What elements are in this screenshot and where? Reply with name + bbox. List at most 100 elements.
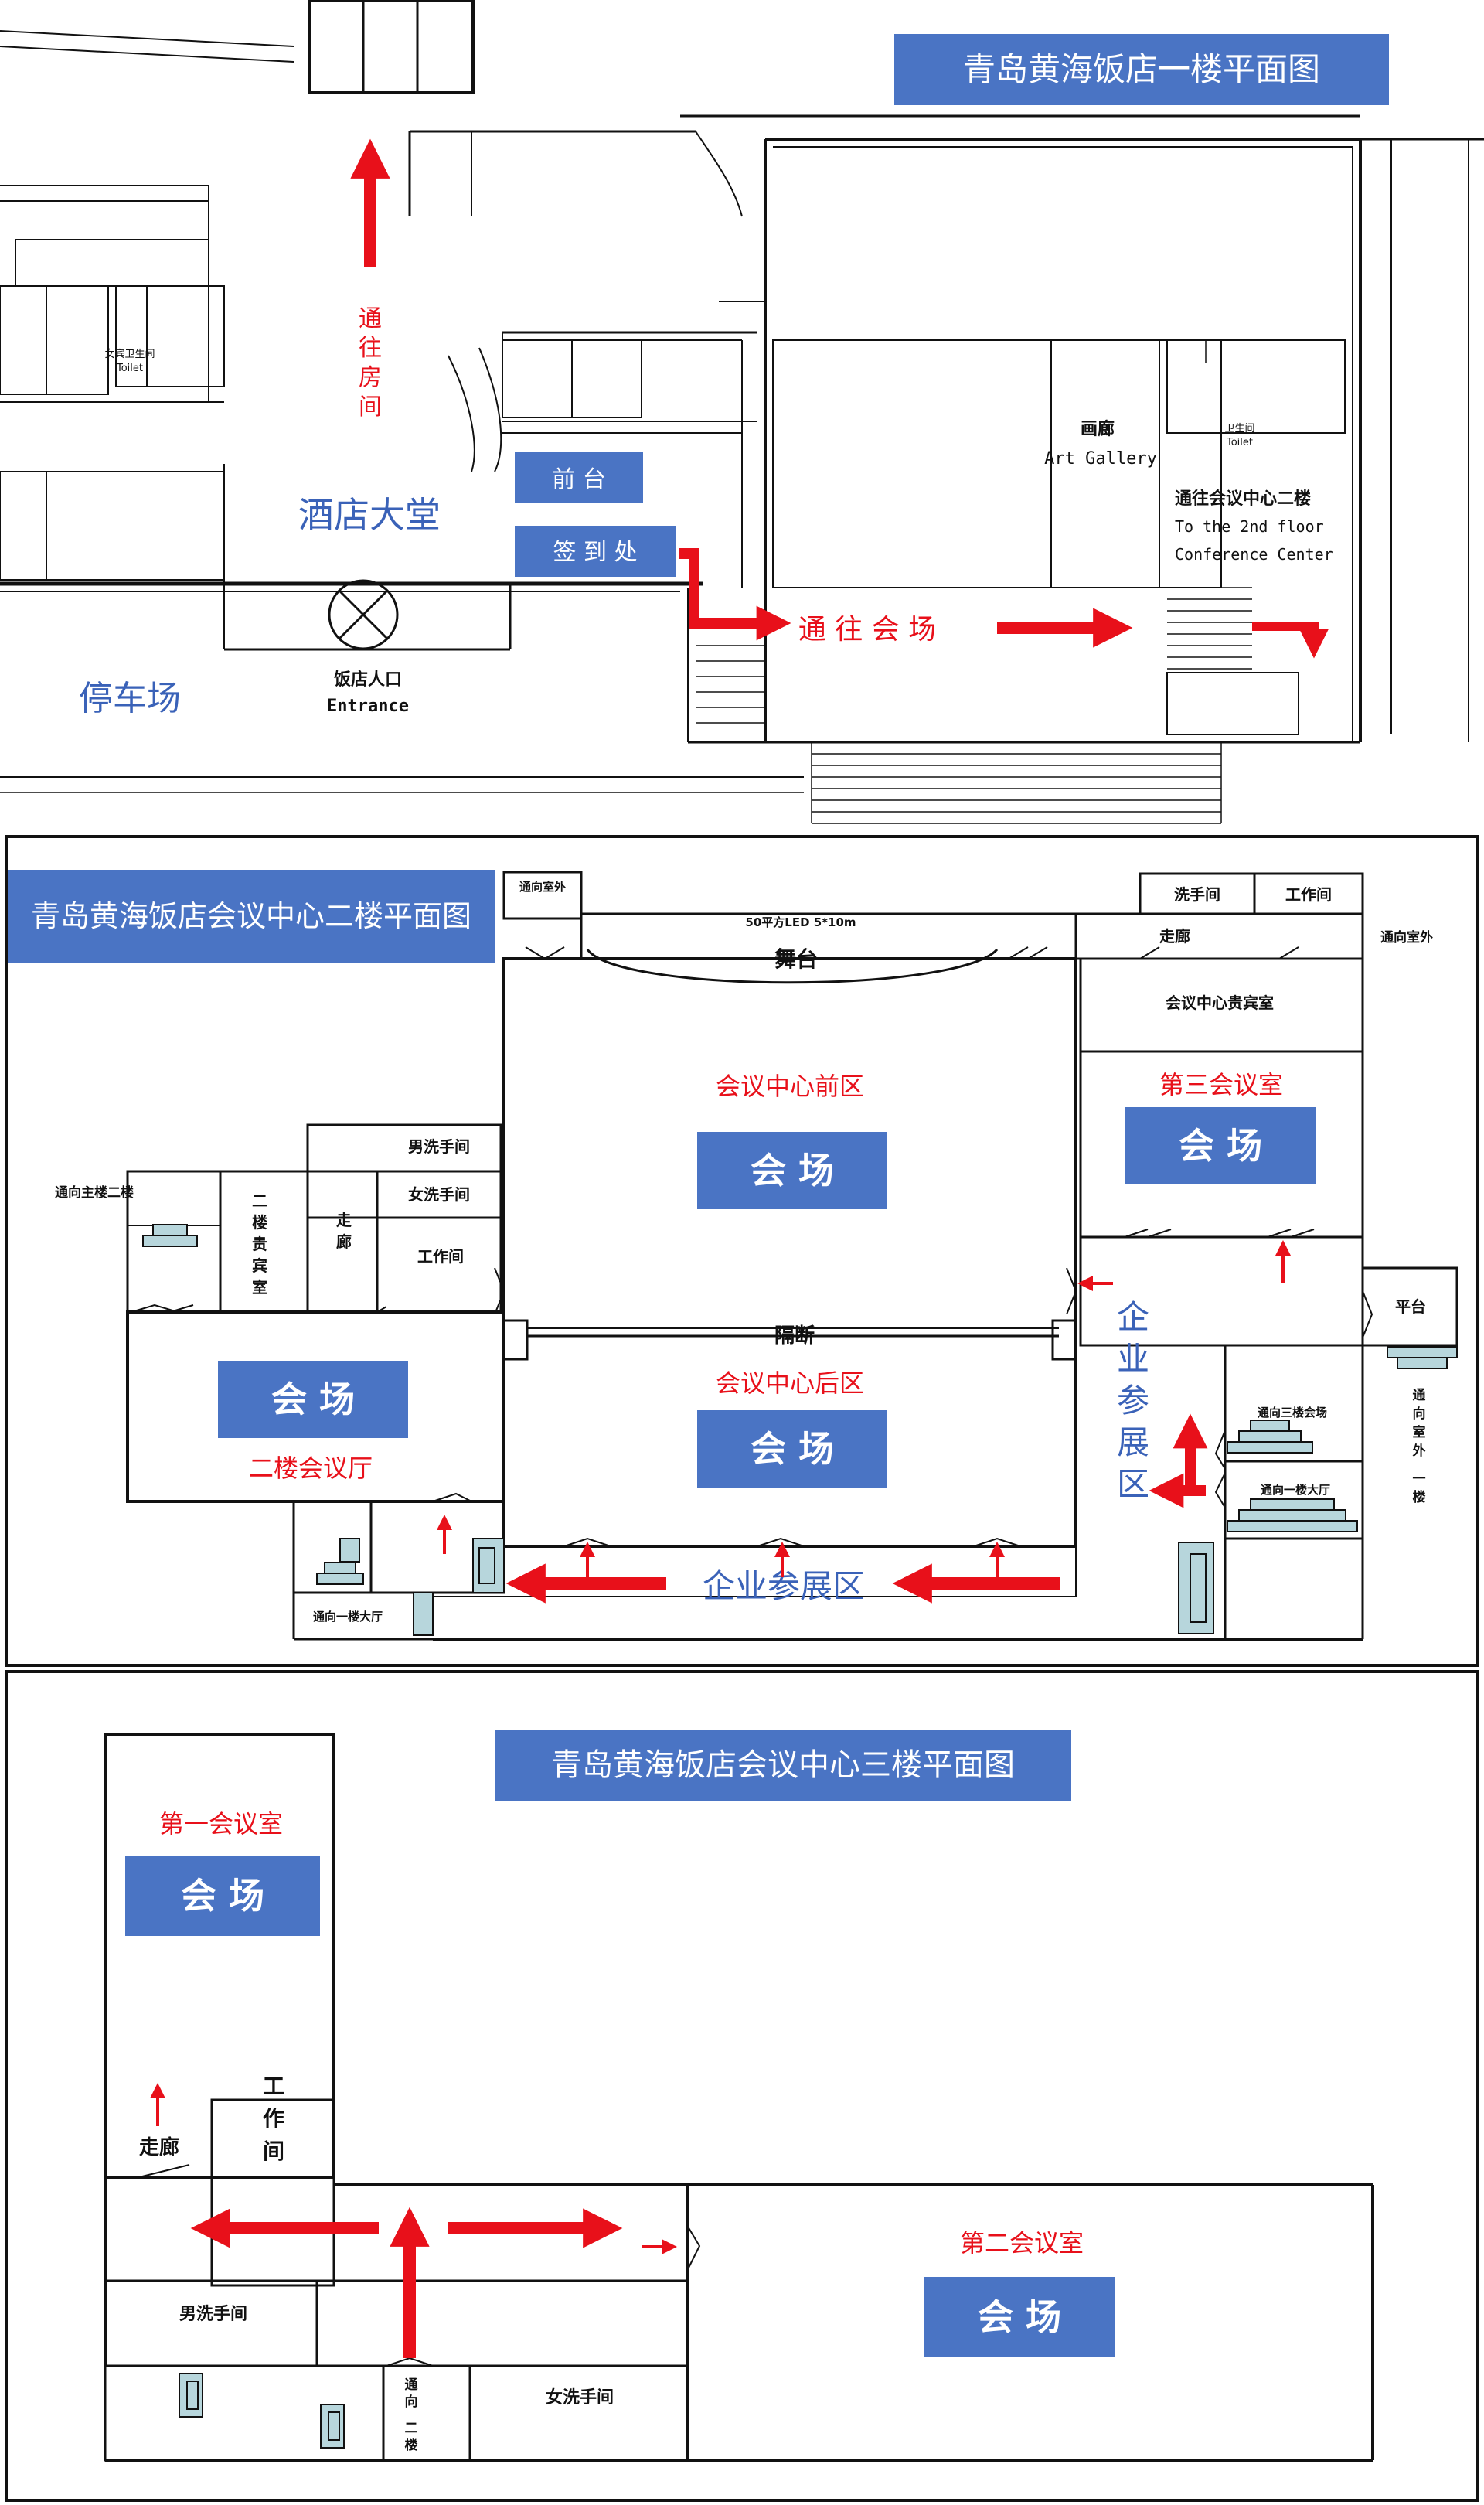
stairs-right — [1167, 587, 1252, 670]
workroom-label: 工作间 — [1285, 885, 1332, 904]
front-desk-sign: 前 台 — [515, 452, 643, 503]
vip2-vertical-label: 二 楼 贵 宾 室 — [252, 1191, 267, 1297]
corridor-vertical-label: 走 廊 — [336, 1211, 352, 1251]
svg-text:向: 向 — [1413, 1406, 1426, 1422]
floor-1-arrows — [350, 138, 1329, 659]
floor-3-stair-icons — [179, 2373, 345, 2449]
floor-1-title-text: 青岛黄海饭店一楼平面图 — [963, 50, 1320, 88]
floor-3-doors — [138, 2164, 701, 2367]
first-room-label: 第一会议室 — [159, 1809, 283, 1839]
2f-hall-label: 二楼会议厅 — [249, 1454, 373, 1483]
svg-text:外: 外 — [1413, 1443, 1426, 1459]
svg-text:会 场: 会 场 — [751, 1428, 834, 1470]
second-room-label: 第二会议室 — [960, 2228, 1084, 2258]
stairs-left — [696, 340, 1207, 724]
mens-3f-label: 男洗手间 — [179, 2305, 247, 2324]
floor-2-title-text: 青岛黄海饭店会议中心二楼平面图 — [31, 899, 471, 933]
toilet2-cn-label: 卫生间 — [1224, 423, 1254, 435]
svg-text:向: 向 — [405, 2394, 418, 2410]
svg-text:室: 室 — [252, 1278, 267, 1297]
svg-text:往: 往 — [359, 335, 382, 362]
revolving-door — [328, 579, 399, 650]
stage-label: 舞台 — [774, 946, 818, 972]
floor-2-stair-icons — [142, 1224, 1458, 1636]
to-outside-left-label: 通向室外 — [519, 880, 566, 894]
svg-text:贵: 贵 — [252, 1235, 267, 1253]
washroom-label: 洗手间 — [1174, 885, 1220, 904]
svg-text:廊: 廊 — [336, 1232, 352, 1251]
workroom-3f-vertical-label: 工 作 间 — [263, 2074, 284, 2164]
conf-cn-label: 通往会议中心二楼 — [1175, 489, 1311, 509]
entrance-en-label: Entrance — [327, 697, 409, 716]
svg-text:业: 业 — [1117, 1340, 1149, 1378]
partition-label: 隔断 — [774, 1324, 815, 1348]
to-1f-hall-left-label: 通向一楼大厅 — [313, 1610, 383, 1624]
entrance-steps — [811, 742, 1222, 824]
corridor-3f-label: 走廊 — [139, 2135, 179, 2159]
floor-3-title: 青岛黄海饭店会议中心三楼平面图 — [495, 1730, 1071, 1801]
workroom2-label: 工作间 — [417, 1247, 464, 1266]
svg-text:室: 室 — [1413, 1424, 1426, 1440]
floor-2-labels: 通向室外 50平方LED 5*10m 舞台 洗手间 工作间 走廊 通向室外 会议… — [55, 880, 1433, 1624]
svg-text:房: 房 — [359, 364, 382, 391]
toilet-cn-label: 女宾卫生间 — [104, 348, 155, 360]
svg-text:楼: 楼 — [252, 1213, 267, 1232]
rear-zone-label: 会议中心后区 — [716, 1368, 864, 1398]
to-3f-label: 通向三楼会场 — [1258, 1406, 1327, 1420]
expo-vertical-label: 企 业 参 展 区 — [1117, 1298, 1149, 1503]
svg-text:会 场: 会 场 — [751, 1150, 834, 1191]
toilet2-en-label: Toilet — [1226, 437, 1253, 448]
svg-text:通: 通 — [405, 2377, 418, 2393]
corridor-label: 走廊 — [1159, 927, 1190, 946]
svg-text:会 场: 会 场 — [978, 2296, 1061, 2338]
third-room-label: 第三会议室 — [1159, 1070, 1283, 1099]
to-rooms-label: 通 往 房 间 — [359, 305, 382, 421]
gallery-en-label: Art Gallery — [1044, 449, 1157, 469]
svg-text:参: 参 — [1117, 1382, 1149, 1420]
mens-label: 男洗手间 — [408, 1137, 470, 1156]
svg-text:间: 间 — [263, 2139, 284, 2164]
floor-2-title: 青岛黄海饭店会议中心二楼平面图 — [8, 870, 495, 963]
to-venue-label: 通 往 会 场 — [798, 614, 936, 646]
svg-text:作: 作 — [263, 2106, 284, 2132]
floor-1-title: 青岛黄海饭店一楼平面图 — [894, 34, 1389, 105]
womens-label: 女洗手间 — [408, 1185, 470, 1204]
venue-badge-second: 会 场 — [924, 2277, 1115, 2357]
to-2f-vertical-label: 通 向 二 楼 — [405, 2377, 418, 2453]
floor-3-arrows — [150, 2083, 677, 2358]
svg-text:宾: 宾 — [252, 1256, 267, 1275]
lobby-label: 酒店大堂 — [298, 494, 441, 536]
toilet-en-label: Toilet — [116, 363, 143, 374]
svg-text:间: 间 — [359, 394, 382, 421]
to-outside-1f-vertical-label: 通 向 室 外 一 楼 — [1413, 1388, 1426, 1505]
svg-text:通: 通 — [1413, 1388, 1426, 1403]
venue-badge-rear: 会 场 — [697, 1410, 887, 1488]
floor-2-doors — [131, 946, 1373, 1547]
svg-text:走: 走 — [336, 1211, 352, 1229]
conf-en-label-1: To the 2nd floor — [1175, 517, 1324, 536]
svg-text:区: 区 — [1117, 1465, 1149, 1503]
svg-text:会 场: 会 场 — [271, 1379, 355, 1420]
vip-room-label: 会议中心贵宾室 — [1166, 993, 1274, 1012]
floor-2-arrows — [437, 1240, 1291, 1604]
svg-text:企: 企 — [1117, 1298, 1149, 1336]
floor-3-plan — [104, 1733, 1374, 2462]
floor-2-plan — [126, 871, 1458, 1641]
venue-badge-2f-hall: 会 场 — [218, 1361, 408, 1438]
to-outside-right-label: 通向室外 — [1380, 929, 1433, 946]
svg-text:会 场: 会 场 — [181, 1875, 264, 1917]
entrance-cn-label: 饭店人口 — [334, 670, 402, 690]
womens-3f-label: 女洗手间 — [546, 2387, 614, 2408]
svg-text:楼: 楼 — [1413, 1489, 1426, 1505]
conf-en-label-2: Conference Center — [1175, 545, 1333, 564]
checkin-label: 签 到 处 — [553, 539, 637, 566]
svg-text:会 场: 会 场 — [1179, 1125, 1262, 1167]
platform-label: 平台 — [1395, 1297, 1426, 1316]
svg-text:二: 二 — [252, 1191, 267, 1210]
venue-badge-first: 会 场 — [125, 1856, 320, 1936]
arrow-to-2f-stairs — [1252, 622, 1329, 659]
venue-badge-third: 会 场 — [1125, 1107, 1316, 1184]
svg-text:楼: 楼 — [405, 2437, 418, 2453]
arrow-checkin-to-venue — [679, 548, 791, 641]
